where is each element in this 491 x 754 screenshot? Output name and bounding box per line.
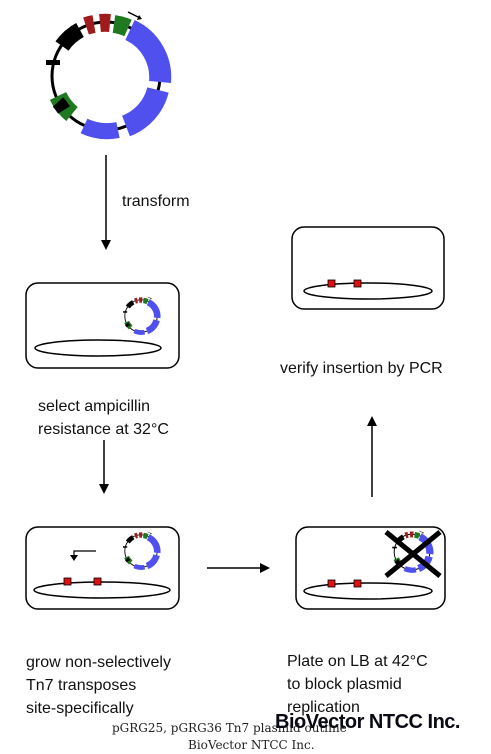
insert-marker	[327, 579, 336, 588]
insert-marker	[353, 579, 362, 588]
cross-out-mark	[384, 530, 442, 578]
label-transform: transform	[122, 193, 190, 210]
box-plate	[295, 526, 446, 610]
insert-marker	[327, 279, 336, 288]
box-verify	[291, 226, 445, 310]
label-verify: verify insertion by PCR	[280, 360, 443, 377]
plasmid-map	[46, 12, 160, 131]
box-grow	[25, 526, 180, 610]
insert-marker	[93, 577, 102, 586]
watermark-logo: BioVector NTCC Inc.	[275, 711, 460, 733]
label-plate-line-2: to block plasmid	[287, 676, 402, 693]
insert-marker	[63, 577, 72, 586]
box-select	[25, 282, 180, 369]
label-select-line-1: select ampicillin	[38, 398, 151, 415]
label-select-line-2: resistance at 32°C	[38, 421, 169, 438]
label-plate-line-1: Plate on LB at 42°C	[287, 653, 428, 670]
label-plate-line-3: replication	[287, 699, 360, 716]
caption-line-2: BioVector NTCC Inc.	[188, 738, 315, 752]
insert-marker	[353, 279, 362, 288]
label-grow-line-2: Tn7 transposes	[26, 677, 137, 694]
caption-line-1: pGRG25, pGRG36 Tn7 plasmid outline	[112, 721, 347, 735]
label-grow-line-1: grow non-selectively	[26, 654, 171, 671]
label-grow-line-3: site-specifically	[26, 700, 134, 717]
